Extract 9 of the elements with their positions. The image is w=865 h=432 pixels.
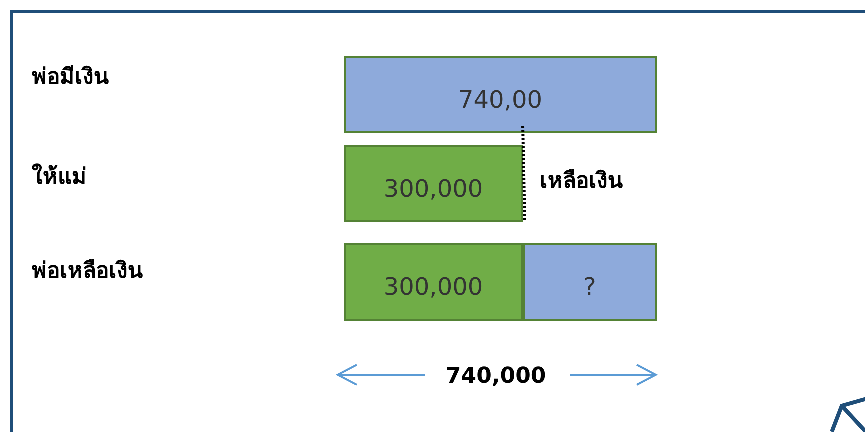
row-label: ให้แม่ (32, 164, 87, 192)
bar-segment: ? (523, 243, 657, 321)
row-label: พ่อเหลือเงิน (32, 258, 143, 286)
bar-segment: 740,00 (344, 56, 657, 133)
bar-segment: 300,000 (344, 145, 523, 222)
row-label: พ่อมีเงิน (32, 64, 109, 92)
bar-segment: 300,000 (344, 243, 523, 321)
remainder-label: เหลือเงิน (540, 168, 623, 196)
total-label: 740,000 (446, 363, 546, 390)
